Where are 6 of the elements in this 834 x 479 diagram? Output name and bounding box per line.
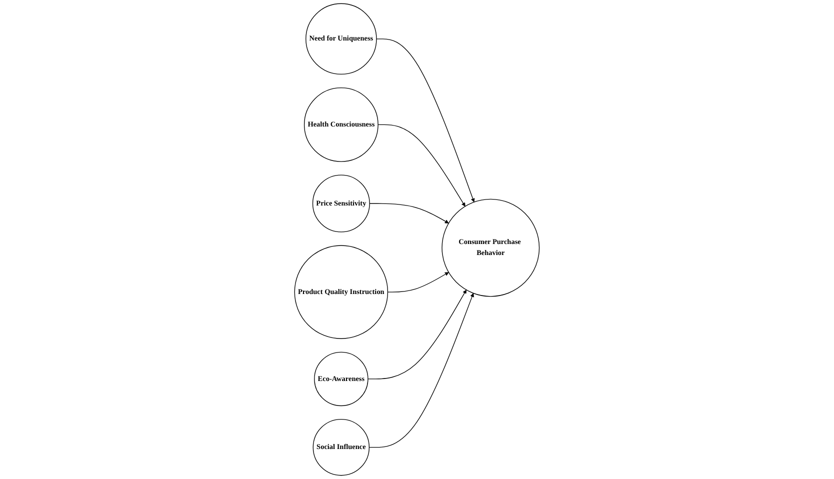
arrow — [376, 38, 475, 202]
arrow — [378, 124, 466, 207]
arrow — [368, 290, 467, 380]
arrow — [368, 293, 474, 448]
arrow — [369, 203, 449, 224]
arrow — [387, 272, 449, 292]
